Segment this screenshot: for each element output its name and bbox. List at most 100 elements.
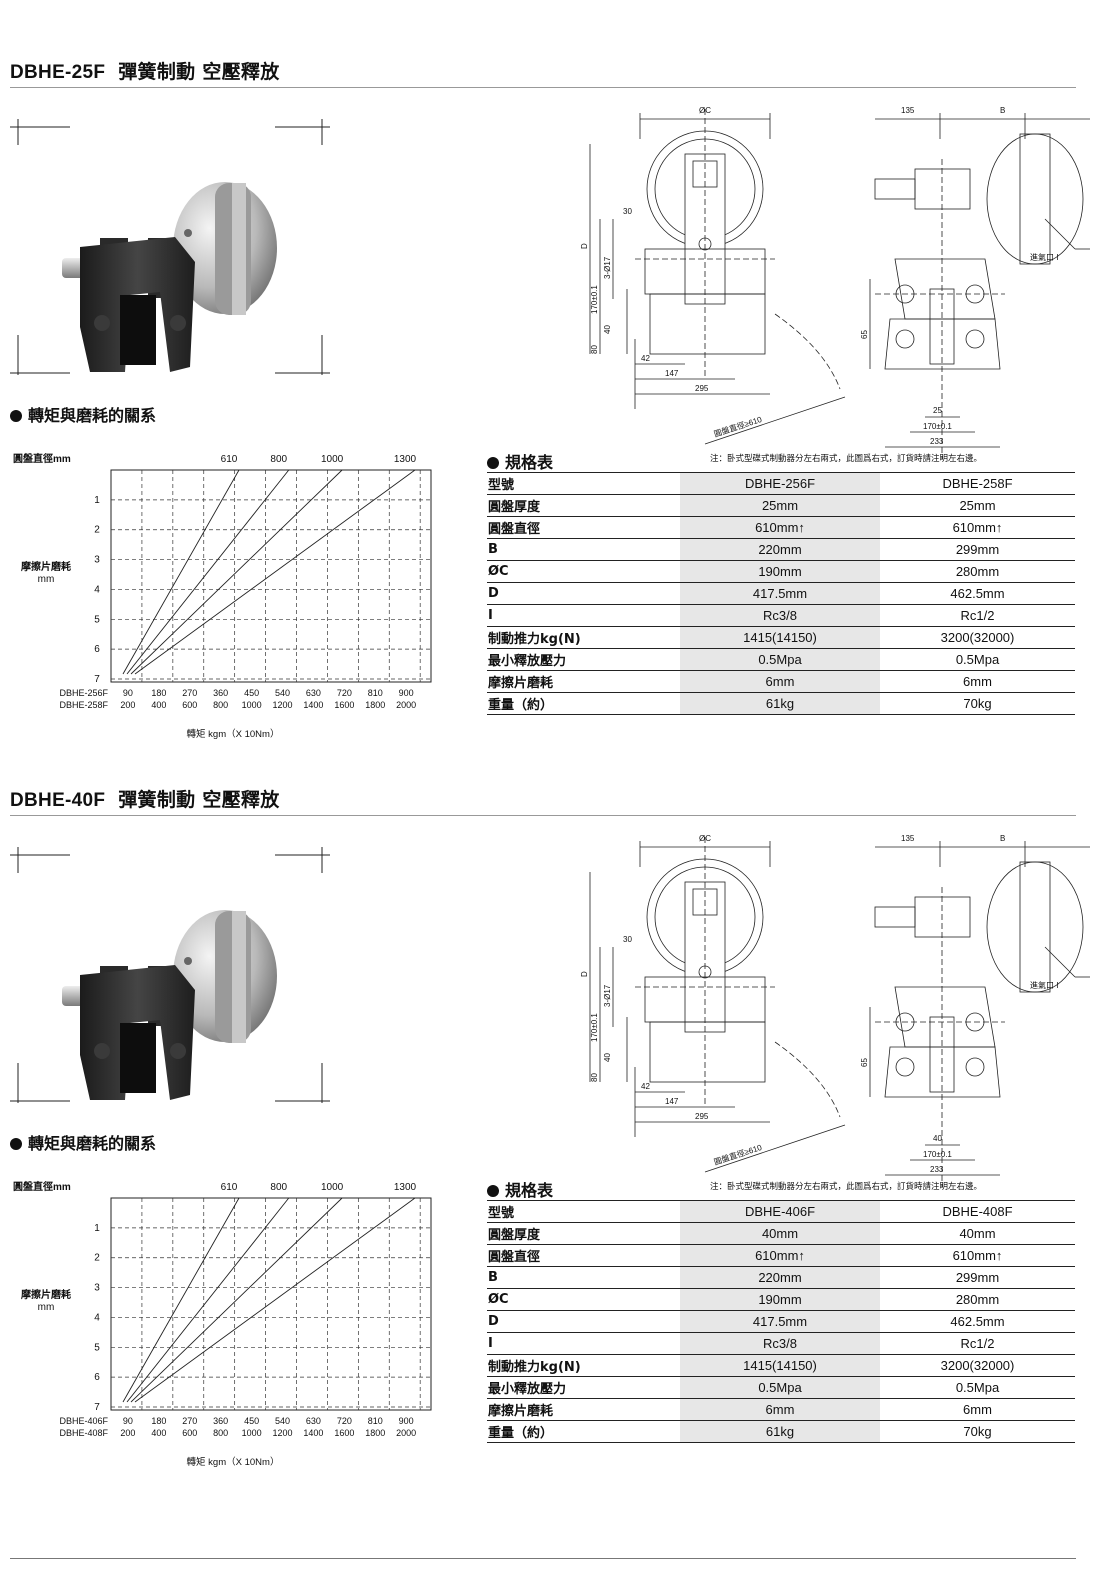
- spec-value: 3200(32000): [880, 626, 1075, 649]
- dim-80-label: 80: [590, 1073, 599, 1082]
- spec-label: 重量（約）: [487, 1420, 680, 1443]
- chart-xtick-label: 900: [399, 1416, 414, 1426]
- spec-value: 6mm: [880, 670, 1075, 693]
- spec-label: 制動推力kg(N): [487, 626, 680, 649]
- dim-135-label: 135: [901, 834, 915, 843]
- spec-label: 摩擦片磨耗: [487, 670, 680, 693]
- chart-xtick-label: 720: [337, 688, 352, 698]
- spec-label: D: [487, 582, 680, 605]
- spec-value: 0.5Mpa: [880, 648, 1075, 671]
- section-title-rule: [10, 87, 1076, 88]
- dim-30-label: 30: [623, 207, 632, 216]
- chart-series-line: [122, 1197, 240, 1403]
- section-dbhe-40f: DBHE-40F 彈簧制動 空壓釋放: [0, 785, 1106, 1515]
- chart-ylabel-unit: mm: [38, 574, 55, 585]
- spec-value: 462.5mm: [880, 1310, 1075, 1333]
- spec-heading-text: 規格表: [505, 1181, 554, 1200]
- chart-xtick-label: 1200: [272, 1428, 292, 1438]
- spec-label: 圓盤直徑: [487, 516, 680, 539]
- dim-30-label: 30: [623, 935, 632, 944]
- spec-value: 1415(14150): [680, 1354, 880, 1377]
- chart-xtick-label: 1400: [303, 700, 323, 710]
- air-inlet-label: 進氣口 I: [1030, 980, 1058, 990]
- chart-xrow-name: DBHE-258F: [59, 700, 108, 710]
- dim-233-label: 233: [930, 1165, 944, 1174]
- spec-heading: 規格表: [487, 1177, 553, 1201]
- chart-xlabel: 轉矩 kgm（X 10Nm）: [187, 728, 280, 740]
- dimension-drawings: ØC D 170±0.1 3-Ø17 30 40 80 42 147 295 1…: [580, 834, 1090, 1191]
- dim-b-label: B: [1000, 834, 1005, 843]
- chart-xtick-label: 270: [182, 1416, 197, 1426]
- spec-value: 610mm↑: [880, 516, 1075, 539]
- section-title: DBHE-40F 彈簧制動 空壓釋放: [10, 785, 280, 812]
- chart-series-lines: [122, 1197, 416, 1403]
- spec-row: 制動推力kg(N)1415(14150)3200(32000): [487, 626, 1075, 649]
- chart-ytick-label: 3: [94, 1283, 100, 1294]
- section-title-rule: [10, 815, 1076, 816]
- brake-product-photo: [10, 847, 330, 1103]
- spec-label: 圓盤厚度: [487, 494, 680, 517]
- chart-ytick-label: 1: [94, 1223, 100, 1234]
- dim-42-label: 42: [641, 354, 650, 363]
- torque-wear-heading-text: 轉矩與磨耗的關系: [28, 406, 157, 425]
- dim-pad-width-label: 25: [933, 406, 942, 415]
- spec-value: 61kg: [680, 1420, 880, 1443]
- chart-disc-value-label: 800: [270, 454, 287, 465]
- spec-value: 6mm: [880, 1398, 1075, 1421]
- dim-d-label: D: [580, 243, 589, 249]
- spec-value: 25mm: [680, 494, 880, 517]
- torque-wear-heading: 轉矩與磨耗的關系: [10, 402, 156, 426]
- dim-side-170-label: 170±0.1: [923, 1150, 952, 1159]
- spec-value: 299mm: [880, 538, 1075, 561]
- spec-value: DBHE-258F: [880, 472, 1075, 495]
- chart-series-line: [130, 1197, 343, 1403]
- dim-oc-label: ØC: [699, 834, 711, 843]
- chart-ytick-label: 7: [94, 674, 100, 685]
- spec-value: 70kg: [880, 692, 1075, 715]
- chart-xrow-name: DBHE-406F: [59, 1416, 108, 1426]
- spec-value: Rc3/8: [680, 604, 880, 627]
- spec-value: Rc3/8: [680, 1332, 880, 1355]
- dim-233-label: 233: [930, 437, 944, 446]
- chart-xtick-label: 360: [213, 1416, 228, 1426]
- chart-xtick-label: 800: [213, 1428, 228, 1438]
- chart-ytick-label: 6: [94, 644, 100, 655]
- spec-value: 25mm: [880, 494, 1075, 517]
- chart-xrow-name: DBHE-256F: [59, 688, 108, 698]
- section-dbhe-25f: DBHE-25F 彈簧制動 空壓釋放: [0, 57, 1106, 787]
- chart-xtick-label: 360: [213, 688, 228, 698]
- drawing-note: 注：卧式型碟式制動器分左右兩式，此圖爲右式，訂貨時請注明左右邊。: [710, 1181, 982, 1191]
- spec-value: 40mm: [880, 1222, 1075, 1245]
- spec-value: 190mm: [680, 1288, 880, 1311]
- disc-diameter-label: 圓盤直徑≥610: [713, 414, 764, 439]
- chart-xtick-label: 800: [213, 700, 228, 710]
- spec-value: 299mm: [880, 1266, 1075, 1289]
- chart-xtick-label: 600: [182, 1428, 197, 1438]
- chart-xtick-label: 400: [151, 1428, 166, 1438]
- spec-label: 型號: [487, 1200, 680, 1223]
- bullet-dot: [10, 1138, 22, 1150]
- bullet-dot: [487, 1185, 499, 1197]
- chart-frame: [110, 1197, 432, 1411]
- spec-value: 610mm↑: [680, 516, 880, 539]
- chart-grid: [110, 469, 432, 683]
- chart-ytick-label: 2: [94, 1253, 100, 1264]
- dim-b-label: B: [1000, 106, 1005, 115]
- section-title-text: 彈簧制動 空壓釋放: [118, 789, 280, 811]
- chart-xtick-label: 1600: [334, 700, 354, 710]
- chart-series-line: [122, 469, 240, 675]
